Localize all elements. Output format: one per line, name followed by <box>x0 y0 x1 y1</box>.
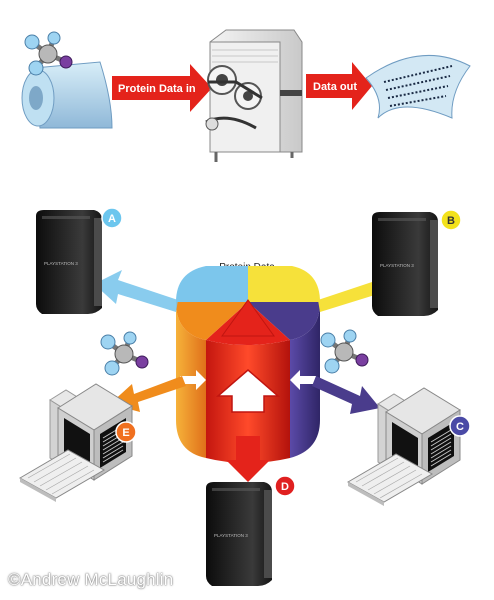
node-a-badge: A <box>101 207 123 229</box>
copyright-credit: ©Andrew McLaughlin <box>8 570 174 589</box>
protein-database-cylinder <box>176 266 320 463</box>
processing-machine <box>205 29 303 162</box>
arrow-to-a <box>94 270 178 312</box>
svg-text:E: E <box>122 427 129 439</box>
console-brand-label: PLAYSTATION 3 <box>214 533 248 538</box>
arrow-to-d <box>226 436 270 482</box>
node-b-console: PLAYSTATION 3 <box>372 212 438 316</box>
svg-text:B: B <box>447 215 455 227</box>
console-brand-label: PLAYSTATION 3 <box>44 261 78 266</box>
node-e-computer <box>19 383 133 503</box>
svg-text:D: D <box>281 481 289 493</box>
node-c-badge: C <box>449 415 471 437</box>
node-a-console: PLAYSTATION 3 <box>36 210 102 314</box>
arrow-to-e <box>110 376 186 412</box>
svg-text:A: A <box>108 213 116 225</box>
node-e-badge: E <box>115 421 137 443</box>
molecule-icon-right <box>321 330 368 373</box>
data-out-arrow: Data out <box>306 62 372 110</box>
console-brand-label: PLAYSTATION 3 <box>380 263 414 268</box>
node-b-badge: B <box>440 209 462 231</box>
input-arrow-label: Protein Data in <box>118 83 196 95</box>
node-d-console: PLAYSTATION 3 <box>206 482 272 586</box>
protein-data-in-arrow: Protein Data in <box>112 64 212 112</box>
svg-text:C: C <box>456 421 464 433</box>
molecule-icon-left <box>101 332 148 375</box>
arrow-to-c <box>312 376 380 414</box>
data-sheet <box>365 55 471 119</box>
node-d-badge: D <box>274 475 296 497</box>
output-arrow-label: Data out <box>313 81 357 93</box>
